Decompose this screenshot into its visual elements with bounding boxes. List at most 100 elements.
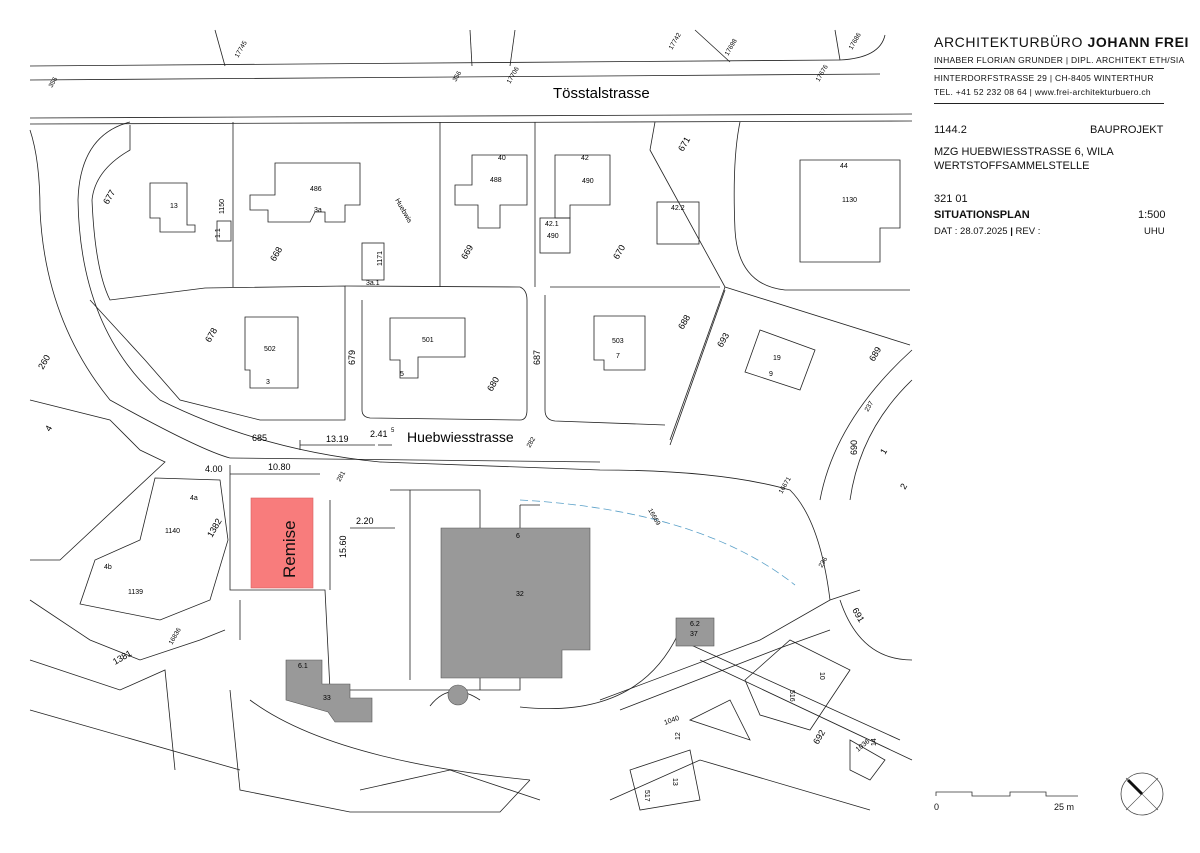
- building-labels: 134863a488404904242.149042.2441130502350…: [104, 155, 878, 802]
- survey-point-label: 17686: [848, 32, 863, 51]
- site-plan-map: Tösstalstrasse Huebwiesstrasse Huebwis R…: [29, 29, 913, 813]
- survey-point-label: 16671: [778, 476, 793, 495]
- building-label: 517: [643, 790, 650, 802]
- building-label: 12: [675, 732, 682, 740]
- divider: [934, 103, 1164, 104]
- building-label: 44: [840, 163, 848, 170]
- building-label: 13: [170, 203, 178, 210]
- parcel-label: 687: [532, 350, 542, 365]
- building-label: 7: [616, 353, 620, 360]
- office-line-1: INHABER FLORIAN GRUNDER | DIPL. ARCHITEK…: [934, 55, 1185, 65]
- building-label: 502: [264, 346, 276, 353]
- survey-point-label: 236: [818, 556, 830, 569]
- dim-label: 4.00: [205, 464, 223, 474]
- dim-label-sup: 5: [391, 428, 395, 434]
- building-label: 501: [422, 337, 434, 344]
- parcel-label: 678: [203, 326, 219, 344]
- parcel-label: 4: [43, 424, 54, 433]
- project-title-1: MZG HUEBWIESSTRASSE 6, WILA: [934, 146, 1114, 158]
- building-label: 1040: [663, 715, 680, 727]
- building-label: 1.1: [215, 228, 222, 238]
- parcel-label: 669: [459, 243, 475, 261]
- survey-point-label: 17698: [724, 38, 739, 57]
- building-label: 3a: [314, 207, 322, 214]
- building-label: 3a.1: [366, 280, 380, 287]
- survey-point-label: 237: [864, 400, 876, 413]
- building-label: 1171: [377, 251, 384, 266]
- building-label: 19: [773, 355, 781, 362]
- title-block: ARCHITEKTURBÜRO JOHANN FREI INHABER FLOR…: [920, 0, 1200, 848]
- parcel-label: 2: [898, 482, 909, 491]
- building-label: 490: [547, 233, 559, 240]
- building-33-shape: [285, 659, 373, 723]
- survey-point-label: 16669: [646, 508, 661, 527]
- plan-scale: 1:500: [1138, 209, 1166, 221]
- building-label: 488: [490, 177, 502, 184]
- date-label: DAT : 28.07.2025: [934, 226, 1008, 237]
- parcel-label: 679: [347, 350, 357, 365]
- survey-point-label: 356: [48, 76, 60, 89]
- survey-point-label: 17742: [668, 32, 683, 51]
- building-label: 6.2: [690, 621, 700, 628]
- dim-label: 10.80: [268, 462, 291, 472]
- survey-point-label: 17676: [815, 64, 830, 83]
- building-label: 40: [498, 155, 506, 162]
- parcel-label: 688: [676, 313, 692, 331]
- street-label-toesstalstrasse: Tösstalstrasse: [553, 85, 650, 102]
- project-title-2: WERTSTOFFSAMMELSTELLE: [934, 160, 1090, 172]
- office-name-light: ARCHITEKTURBÜRO: [934, 34, 1084, 50]
- office-line-2: HINTERDORFSTRASSE 29 | CH-8405 WINTERTHU…: [934, 73, 1154, 83]
- plan-title: SITUATIONSPLAN: [934, 209, 1030, 221]
- street-label-huebwis: Huebwis: [393, 198, 413, 225]
- parcel-label: 692: [811, 728, 827, 746]
- boundary-dashed-line: [519, 499, 796, 586]
- office-line-3: TEL. +41 52 232 08 64 | www.frei-archite…: [934, 87, 1151, 97]
- building-label: 10: [818, 672, 825, 680]
- parcel-label: 691: [850, 606, 866, 624]
- parcel-label: 689: [867, 345, 883, 363]
- project-type: BAUPROJEKT: [1090, 124, 1164, 136]
- survey-point-label: 17745: [234, 40, 249, 59]
- dim-label: 2.20: [356, 516, 374, 526]
- parcel-label: 690: [849, 440, 859, 455]
- rev-label: REV :: [1015, 226, 1041, 237]
- building-label: 486: [310, 186, 322, 193]
- building-label: 14: [871, 738, 878, 746]
- building-label: 6.1: [298, 663, 308, 670]
- building-label: 490: [582, 178, 594, 185]
- plan-number: 321 01: [934, 193, 968, 205]
- building-label: 42.2: [671, 205, 685, 212]
- parcel-label: 668: [268, 245, 284, 263]
- building-label: 5: [400, 371, 404, 378]
- building-label: 1130: [842, 197, 857, 204]
- building-label: 4a: [190, 495, 198, 502]
- office-name-bold: JOHANN FREI: [1087, 34, 1190, 50]
- building-32-shape: [440, 527, 591, 679]
- dim-label: 13.19: [326, 434, 349, 444]
- building-label: 1036: [855, 738, 872, 753]
- parcel-label: 1: [878, 447, 889, 456]
- building-label: 6: [516, 533, 520, 540]
- plan-date: DAT : 28.07.2025 | REV :: [934, 226, 1041, 237]
- parcel-label: 677: [101, 188, 117, 206]
- office-name: ARCHITEKTURBÜRO JOHANN FREI: [934, 34, 1189, 50]
- dim-label: 2.41: [370, 429, 388, 439]
- project-number: 1144.2: [934, 124, 967, 136]
- building-label: 1139: [128, 589, 143, 596]
- parcel-label: 1381: [111, 648, 133, 667]
- dim-label: 15.60: [338, 535, 348, 558]
- plan-author: UHU: [1144, 226, 1165, 237]
- street-label-huebwiesstrasse: Huebwiesstrasse: [407, 429, 514, 445]
- survey-point-label: 281: [336, 470, 348, 483]
- building-label: 32: [516, 591, 524, 598]
- remise-label: Remise: [280, 520, 299, 578]
- building-label: 13: [671, 778, 678, 786]
- scale-end: 25 m: [1054, 802, 1075, 812]
- building-label: 33: [323, 695, 331, 702]
- building-label: 42: [581, 155, 589, 162]
- divider: [934, 68, 1164, 69]
- dimension-labels: 13.19 2.41 5 4.00 10.80 15.60 2.20: [205, 428, 395, 558]
- building-label: 42.1: [545, 221, 559, 228]
- scale-bar: [935, 791, 1078, 797]
- tree-circle: [447, 684, 469, 706]
